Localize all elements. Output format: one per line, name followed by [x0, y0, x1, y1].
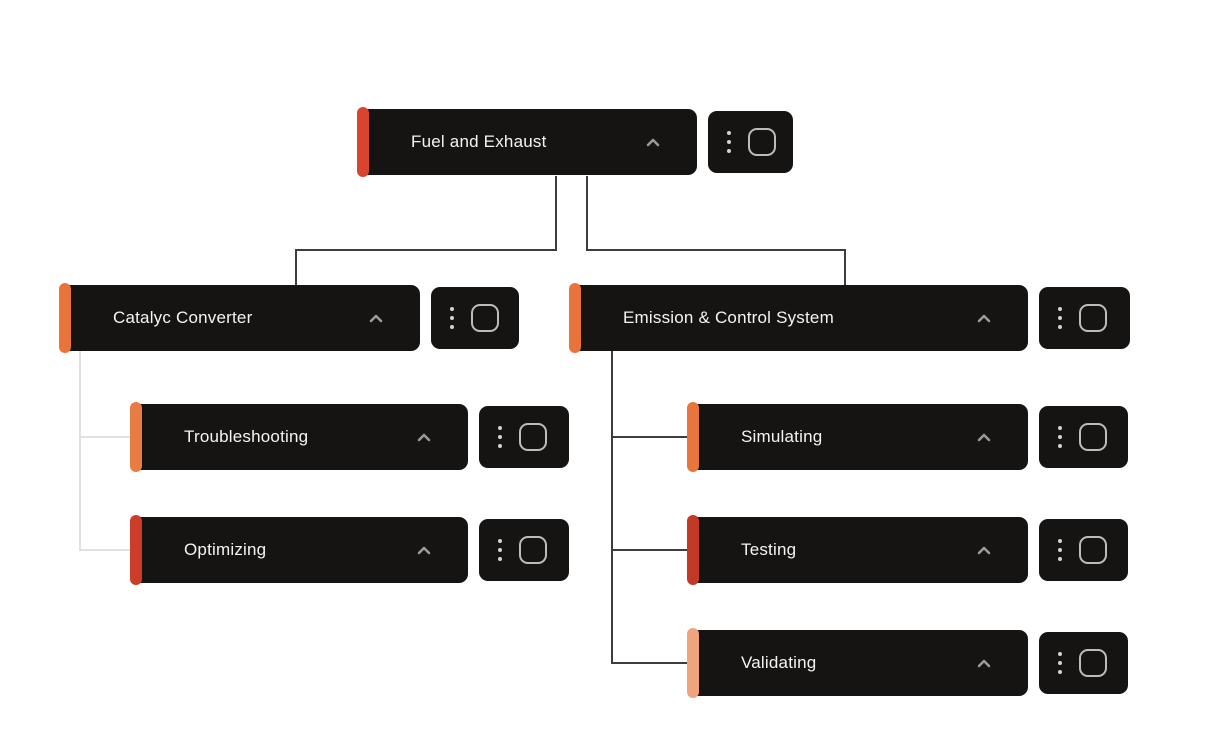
node-toolbar: [479, 519, 569, 581]
node-group-catalyc-converter: Catalyc Converter: [59, 283, 519, 353]
connector-root-right-horizontal: [586, 249, 846, 251]
node-label: Fuel and Exhaust: [411, 132, 547, 151]
collapse-chevron-icon[interactable]: [974, 653, 994, 673]
node-group-troubleshooting: Troubleshooting: [130, 402, 569, 472]
node-group-emission-control-system: Emission & Control System: [569, 283, 1130, 353]
more-options-icon[interactable]: [450, 307, 454, 329]
connector-catalyc-drop: [295, 249, 297, 286]
tree-node-testing[interactable]: Testing: [687, 515, 1028, 585]
tree-node-emission-control-system[interactable]: Emission & Control System: [569, 283, 1028, 353]
collapse-chevron-icon[interactable]: [643, 132, 663, 152]
node-label: Validating: [741, 653, 817, 672]
connector-emission-drop: [844, 249, 846, 286]
tree-node-catalyc-converter[interactable]: Catalyc Converter: [59, 283, 420, 353]
node-accent-bar: [687, 515, 699, 585]
connector-root-left-vertical: [555, 176, 557, 251]
node-label: Catalyc Converter: [113, 308, 253, 327]
more-options-icon[interactable]: [1058, 307, 1062, 329]
node-toolbar: [1039, 287, 1130, 349]
connector-troubleshooting-stub: [79, 436, 131, 438]
node-group-validating: Validating: [687, 628, 1128, 698]
collapse-chevron-icon[interactable]: [974, 427, 994, 447]
collapse-chevron-icon[interactable]: [414, 427, 434, 447]
connector-emission-vertical: [611, 351, 613, 664]
connector-testing-stub: [611, 549, 688, 551]
node-label: Optimizing: [184, 540, 267, 559]
node-toolbar: [479, 406, 569, 468]
more-options-icon[interactable]: [1058, 426, 1062, 448]
more-options-icon[interactable]: [727, 131, 731, 153]
node-checkbox[interactable]: [748, 128, 776, 156]
more-options-icon[interactable]: [498, 426, 502, 448]
connector-validating-stub: [611, 662, 688, 664]
node-accent-bar: [687, 402, 699, 472]
node-checkbox[interactable]: [1079, 649, 1107, 677]
node-label: Simulating: [741, 427, 823, 446]
collapse-chevron-icon[interactable]: [366, 308, 386, 328]
connector-catalyc-vertical: [79, 351, 81, 551]
node-group-optimizing: Optimizing: [130, 515, 569, 585]
more-options-icon[interactable]: [498, 539, 502, 561]
collapse-chevron-icon[interactable]: [974, 540, 994, 560]
connector-root-right-vertical: [586, 176, 588, 251]
tree-node-fuel-and-exhaust[interactable]: Fuel and Exhaust: [357, 107, 697, 177]
node-accent-bar: [130, 515, 142, 585]
node-checkbox[interactable]: [519, 423, 547, 451]
node-toolbar: [708, 111, 793, 173]
node-checkbox[interactable]: [519, 536, 547, 564]
tree-node-validating[interactable]: Validating: [687, 628, 1028, 698]
node-label: Testing: [741, 540, 797, 559]
node-checkbox[interactable]: [471, 304, 499, 332]
more-options-icon[interactable]: [1058, 652, 1062, 674]
node-toolbar: [431, 287, 519, 349]
more-options-icon[interactable]: [1058, 539, 1062, 561]
connector-root-left-horizontal: [295, 249, 557, 251]
node-checkbox[interactable]: [1079, 536, 1107, 564]
node-toolbar: [1039, 406, 1128, 468]
tree-node-optimizing[interactable]: Optimizing: [130, 515, 468, 585]
node-accent-bar: [59, 283, 71, 353]
collapse-chevron-icon[interactable]: [414, 540, 434, 560]
node-accent-bar: [130, 402, 142, 472]
node-accent-bar: [357, 107, 369, 177]
node-checkbox[interactable]: [1079, 423, 1107, 451]
tree-node-troubleshooting[interactable]: Troubleshooting: [130, 402, 468, 472]
node-accent-bar: [569, 283, 581, 353]
collapse-chevron-icon[interactable]: [974, 308, 994, 328]
node-group-testing: Testing: [687, 515, 1128, 585]
node-label: Emission & Control System: [623, 308, 834, 327]
node-accent-bar: [687, 628, 699, 698]
node-label: Troubleshooting: [184, 427, 309, 446]
node-toolbar: [1039, 519, 1128, 581]
tree-node-simulating[interactable]: Simulating: [687, 402, 1028, 472]
connector-optimizing-stub: [79, 549, 131, 551]
node-group-simulating: Simulating: [687, 402, 1128, 472]
node-group-fuel-and-exhaust: Fuel and Exhaust: [357, 107, 793, 177]
node-toolbar: [1039, 632, 1128, 694]
connector-simulating-stub: [611, 436, 688, 438]
node-checkbox[interactable]: [1079, 304, 1107, 332]
